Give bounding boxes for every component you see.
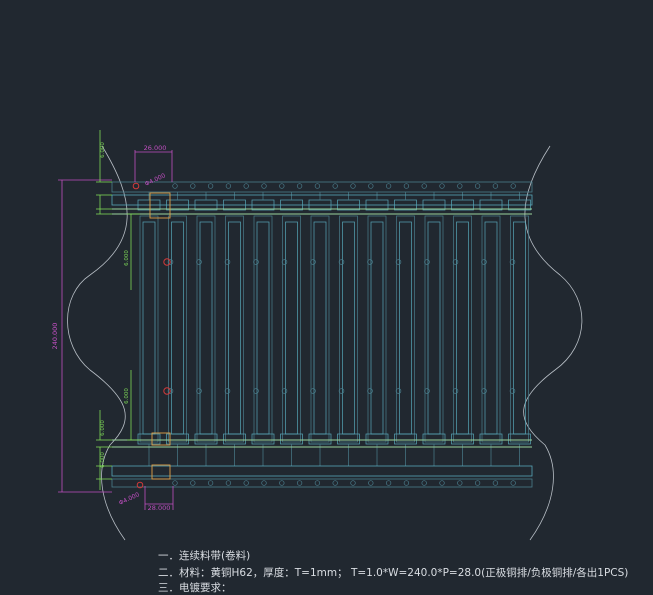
pilot-hole [190,183,196,189]
pilot-hole [296,183,303,189]
dim-pitch-bottom-label: 28.000 [148,504,171,512]
pilot-hole [243,480,249,486]
highlighted-first-part [149,192,171,480]
dim-small-1: 6.000 [100,142,106,158]
busbar-part [365,192,389,466]
pilot-holes [172,183,516,486]
dim-green-lines [96,130,140,490]
pilot-hole [279,183,285,189]
pilot-hole [314,183,321,189]
pilot-hole [296,480,303,486]
busbar-part [394,192,417,466]
pilot-hole [261,183,267,189]
dim-hole-top-label: Φ4.000 [144,172,167,188]
dim-pitch-top-label: 26.000 [144,144,167,152]
drawing-note-1: 一．连续料带(卷料) [158,550,251,562]
top-carrier-strip [111,181,533,215]
pilot-hole [350,480,356,486]
pilot-hole [368,183,374,189]
pilot-hole [457,480,463,486]
dim-small-4: 6.000 [100,420,106,436]
pilot-hole [457,183,463,189]
pilot-hole [279,480,285,486]
pilot-hole [314,480,321,486]
dim-hole-bottom-label: Φ4.000 [118,491,141,507]
pilot-hole [332,183,338,189]
right-break-curve [523,145,583,541]
pilot-hole [172,480,178,486]
pilot-hole [207,183,214,189]
dim-pitch-bottom [144,486,174,510]
pilot-hole [350,183,356,189]
pilot-hole [439,480,445,486]
pilot-hole [474,183,481,189]
pilot-hole [368,480,374,486]
red-marker-holes [132,182,171,489]
busbar-part [308,192,332,466]
busbar-part [479,192,503,466]
busbar-parts [137,192,531,466]
busbar-part [166,192,189,466]
pilot-hole [492,480,499,486]
pilot-hole [474,480,481,486]
pilot-hole [421,480,427,486]
dim-pitch-top [134,150,173,182]
drawing-note-3: 三．电镀要求： [158,582,232,594]
pilot-hole [190,480,196,486]
bottom-carrier-strip [111,439,533,488]
pilot-hole [261,480,267,486]
dim-small-2: 6.000 [124,250,130,266]
busbar-part [422,192,446,466]
pilot-hole [510,480,516,486]
busbar-part [337,192,360,466]
dim-total-height [58,179,112,493]
busbar-part [280,192,303,466]
pilot-hole [172,183,178,189]
pilot-hole [385,480,392,486]
dim-small-5: 6.000 [100,452,106,468]
dim-total-height-label: 240.000 [51,323,59,350]
pilot-hole [243,183,249,189]
pilot-hole [332,480,338,486]
pilot-hole [225,480,232,486]
pilot-hole [439,183,445,189]
pilot-hole [403,480,410,486]
pilot-hole [421,183,427,189]
busbar-part [223,192,246,466]
pilot-hole [403,183,410,189]
drawing-note-2: 二．材料：黄铜H62，厚度：T=1mm； T=1.0*W=240.0*P=28.… [158,567,629,579]
busbar-part [137,192,161,466]
pilot-hole [385,183,392,189]
pilot-hole [207,480,214,486]
pilot-hole [225,183,232,189]
dim-small-3: 6.000 [124,388,130,404]
busbar-part [194,192,218,466]
busbar-part [451,192,474,466]
busbar-part [508,192,531,466]
pilot-hole [492,183,499,189]
pilot-hole [510,183,516,189]
busbar-part [251,192,275,466]
